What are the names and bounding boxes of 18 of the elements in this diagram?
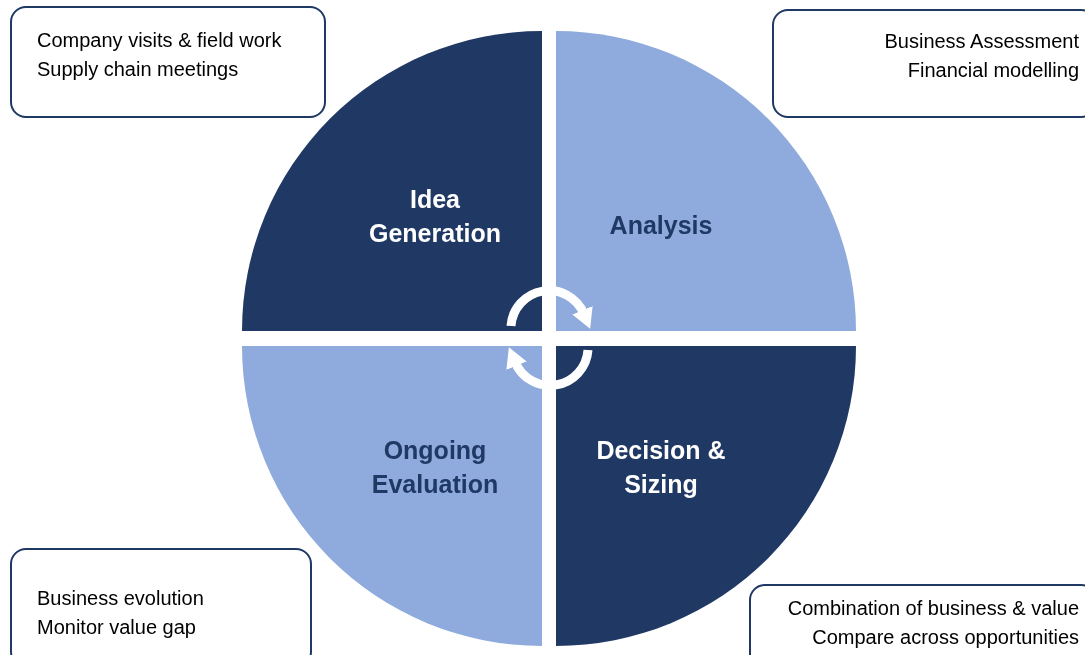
note-card xyxy=(749,584,1085,655)
note-text: Compare across opportunities xyxy=(812,625,1079,650)
note-text: Combination of business & value xyxy=(787,596,1079,621)
note-text: Company visits & field work xyxy=(37,28,282,53)
note-text: Business evolution xyxy=(37,586,204,611)
quadrant-title: Ongoing Evaluation xyxy=(370,435,500,500)
quadrant-segment xyxy=(556,31,856,331)
quadrant-title: Analysis xyxy=(608,210,714,241)
note-card xyxy=(772,9,1085,118)
note-text: Financial modelling xyxy=(907,58,1079,83)
quadrant-title: Idea Generation xyxy=(368,184,502,249)
note-text: Monitor value gap xyxy=(37,615,196,640)
note-text: Business Assessment xyxy=(884,29,1079,54)
quadrant-title: Decision & Sizing xyxy=(595,435,727,500)
note-card xyxy=(10,6,326,118)
note-text: Supply chain meetings xyxy=(37,57,239,82)
quadrant-segment xyxy=(242,346,542,646)
note-card xyxy=(10,548,312,655)
